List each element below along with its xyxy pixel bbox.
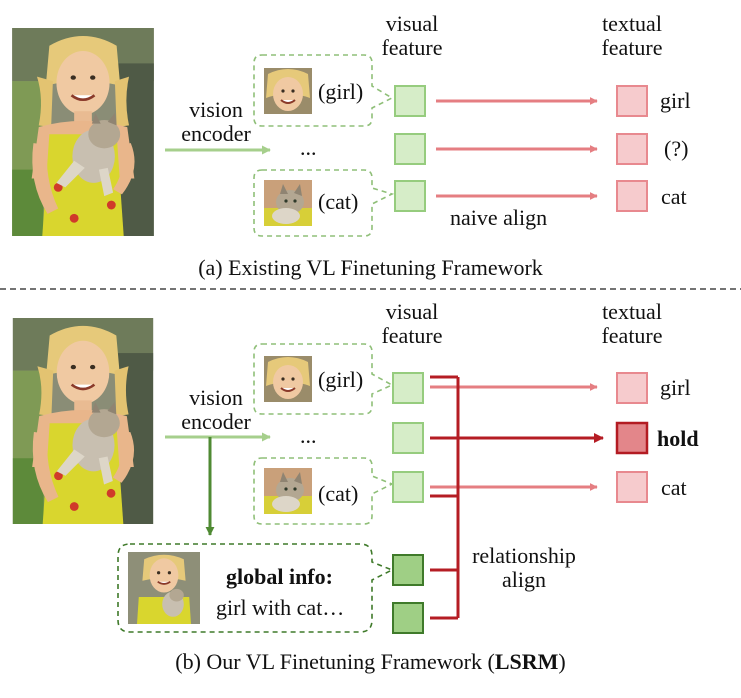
crop-callout-girl-a xyxy=(253,54,394,127)
visual-feature-box xyxy=(394,180,426,212)
textual-label-girl-a: girl xyxy=(660,88,691,113)
input-photo-a xyxy=(10,28,156,236)
textual-feature-header-a: textual feature xyxy=(592,12,672,60)
visual-feature-header-b: visual feature xyxy=(372,300,452,348)
ellipsis-b: ... xyxy=(300,423,317,448)
textual-feature-box-hold xyxy=(615,421,649,455)
visual-feature-box xyxy=(394,133,426,165)
encoder-line: vision xyxy=(189,97,243,122)
align-line: align xyxy=(502,567,546,592)
textual-label-cat-a: cat xyxy=(661,184,687,209)
header-line: textual xyxy=(602,299,662,324)
header-line: visual xyxy=(385,299,439,324)
global-image xyxy=(128,551,200,625)
global-info-callout xyxy=(117,543,394,633)
global-info-title: global info: xyxy=(226,564,333,589)
input-photo-b xyxy=(11,318,155,524)
vision-encoder-label-b: vision encoder xyxy=(168,386,264,434)
textual-feature-box xyxy=(616,471,648,503)
header-line: feature xyxy=(601,35,663,60)
crop-label-cat-a: (cat) xyxy=(318,189,359,214)
crop-label-girl-b: (girl) xyxy=(318,367,364,392)
header-line: feature xyxy=(601,323,663,348)
encoder-line: vision xyxy=(189,385,243,410)
relationship-align-connector xyxy=(430,375,460,620)
crop-label-girl-a: (girl) xyxy=(318,79,364,104)
crop-callout-cat-b xyxy=(253,457,394,525)
visual-feature-box xyxy=(392,372,424,404)
align-line: relationship xyxy=(472,543,576,568)
header-line: visual xyxy=(385,11,439,36)
textual-label-hold: hold xyxy=(657,426,699,451)
caption-b-prefix: (b) Our VL Finetuning Framework ( xyxy=(175,649,495,674)
textual-label-girl-b: girl xyxy=(660,375,691,400)
encoder-line: encoder xyxy=(181,121,251,146)
caption-a: (a) Existing VL Finetuning Framework xyxy=(198,255,543,280)
crop-callout-girl-b xyxy=(253,343,394,415)
global-info-text: girl with cat… xyxy=(216,595,345,620)
naive-align-label: naive align xyxy=(450,205,548,230)
encoder-line: encoder xyxy=(181,409,251,434)
visual-feature-box xyxy=(392,471,424,503)
textual-feature-header-b: textual feature xyxy=(592,300,672,348)
visual-feature-box xyxy=(392,422,424,454)
crop-callout-cat-a xyxy=(253,169,395,237)
crop-girl-a xyxy=(264,68,312,114)
vision-encoder-label-a: vision encoder xyxy=(168,98,264,146)
caption-b-suffix: ) xyxy=(558,649,566,674)
ellipsis-a: ... xyxy=(300,135,317,160)
textual-feature-box xyxy=(616,133,648,165)
crop-cat-a xyxy=(264,180,312,226)
textual-feature-box xyxy=(616,85,648,117)
relationship-align-label: relationship align xyxy=(460,544,588,592)
crop-girl-b xyxy=(264,356,312,402)
textual-label-unknown-a: (?) xyxy=(664,136,689,161)
caption-b: (b) Our VL Finetuning Framework (LSRM) xyxy=(0,649,741,675)
global-feature-box xyxy=(392,554,424,586)
visual-feature-header-a: visual feature xyxy=(372,12,452,60)
textual-feature-box xyxy=(616,372,648,404)
header-line: feature xyxy=(381,323,443,348)
textual-label-cat-b: cat xyxy=(661,475,687,500)
global-feature-box xyxy=(392,602,424,634)
visual-feature-box xyxy=(394,85,426,117)
header-line: feature xyxy=(381,35,443,60)
textual-feature-box xyxy=(616,180,648,212)
header-line: textual xyxy=(602,11,662,36)
crop-cat-b xyxy=(264,468,312,514)
crop-label-cat-b: (cat) xyxy=(318,481,359,506)
caption-b-method: LSRM xyxy=(494,649,559,674)
